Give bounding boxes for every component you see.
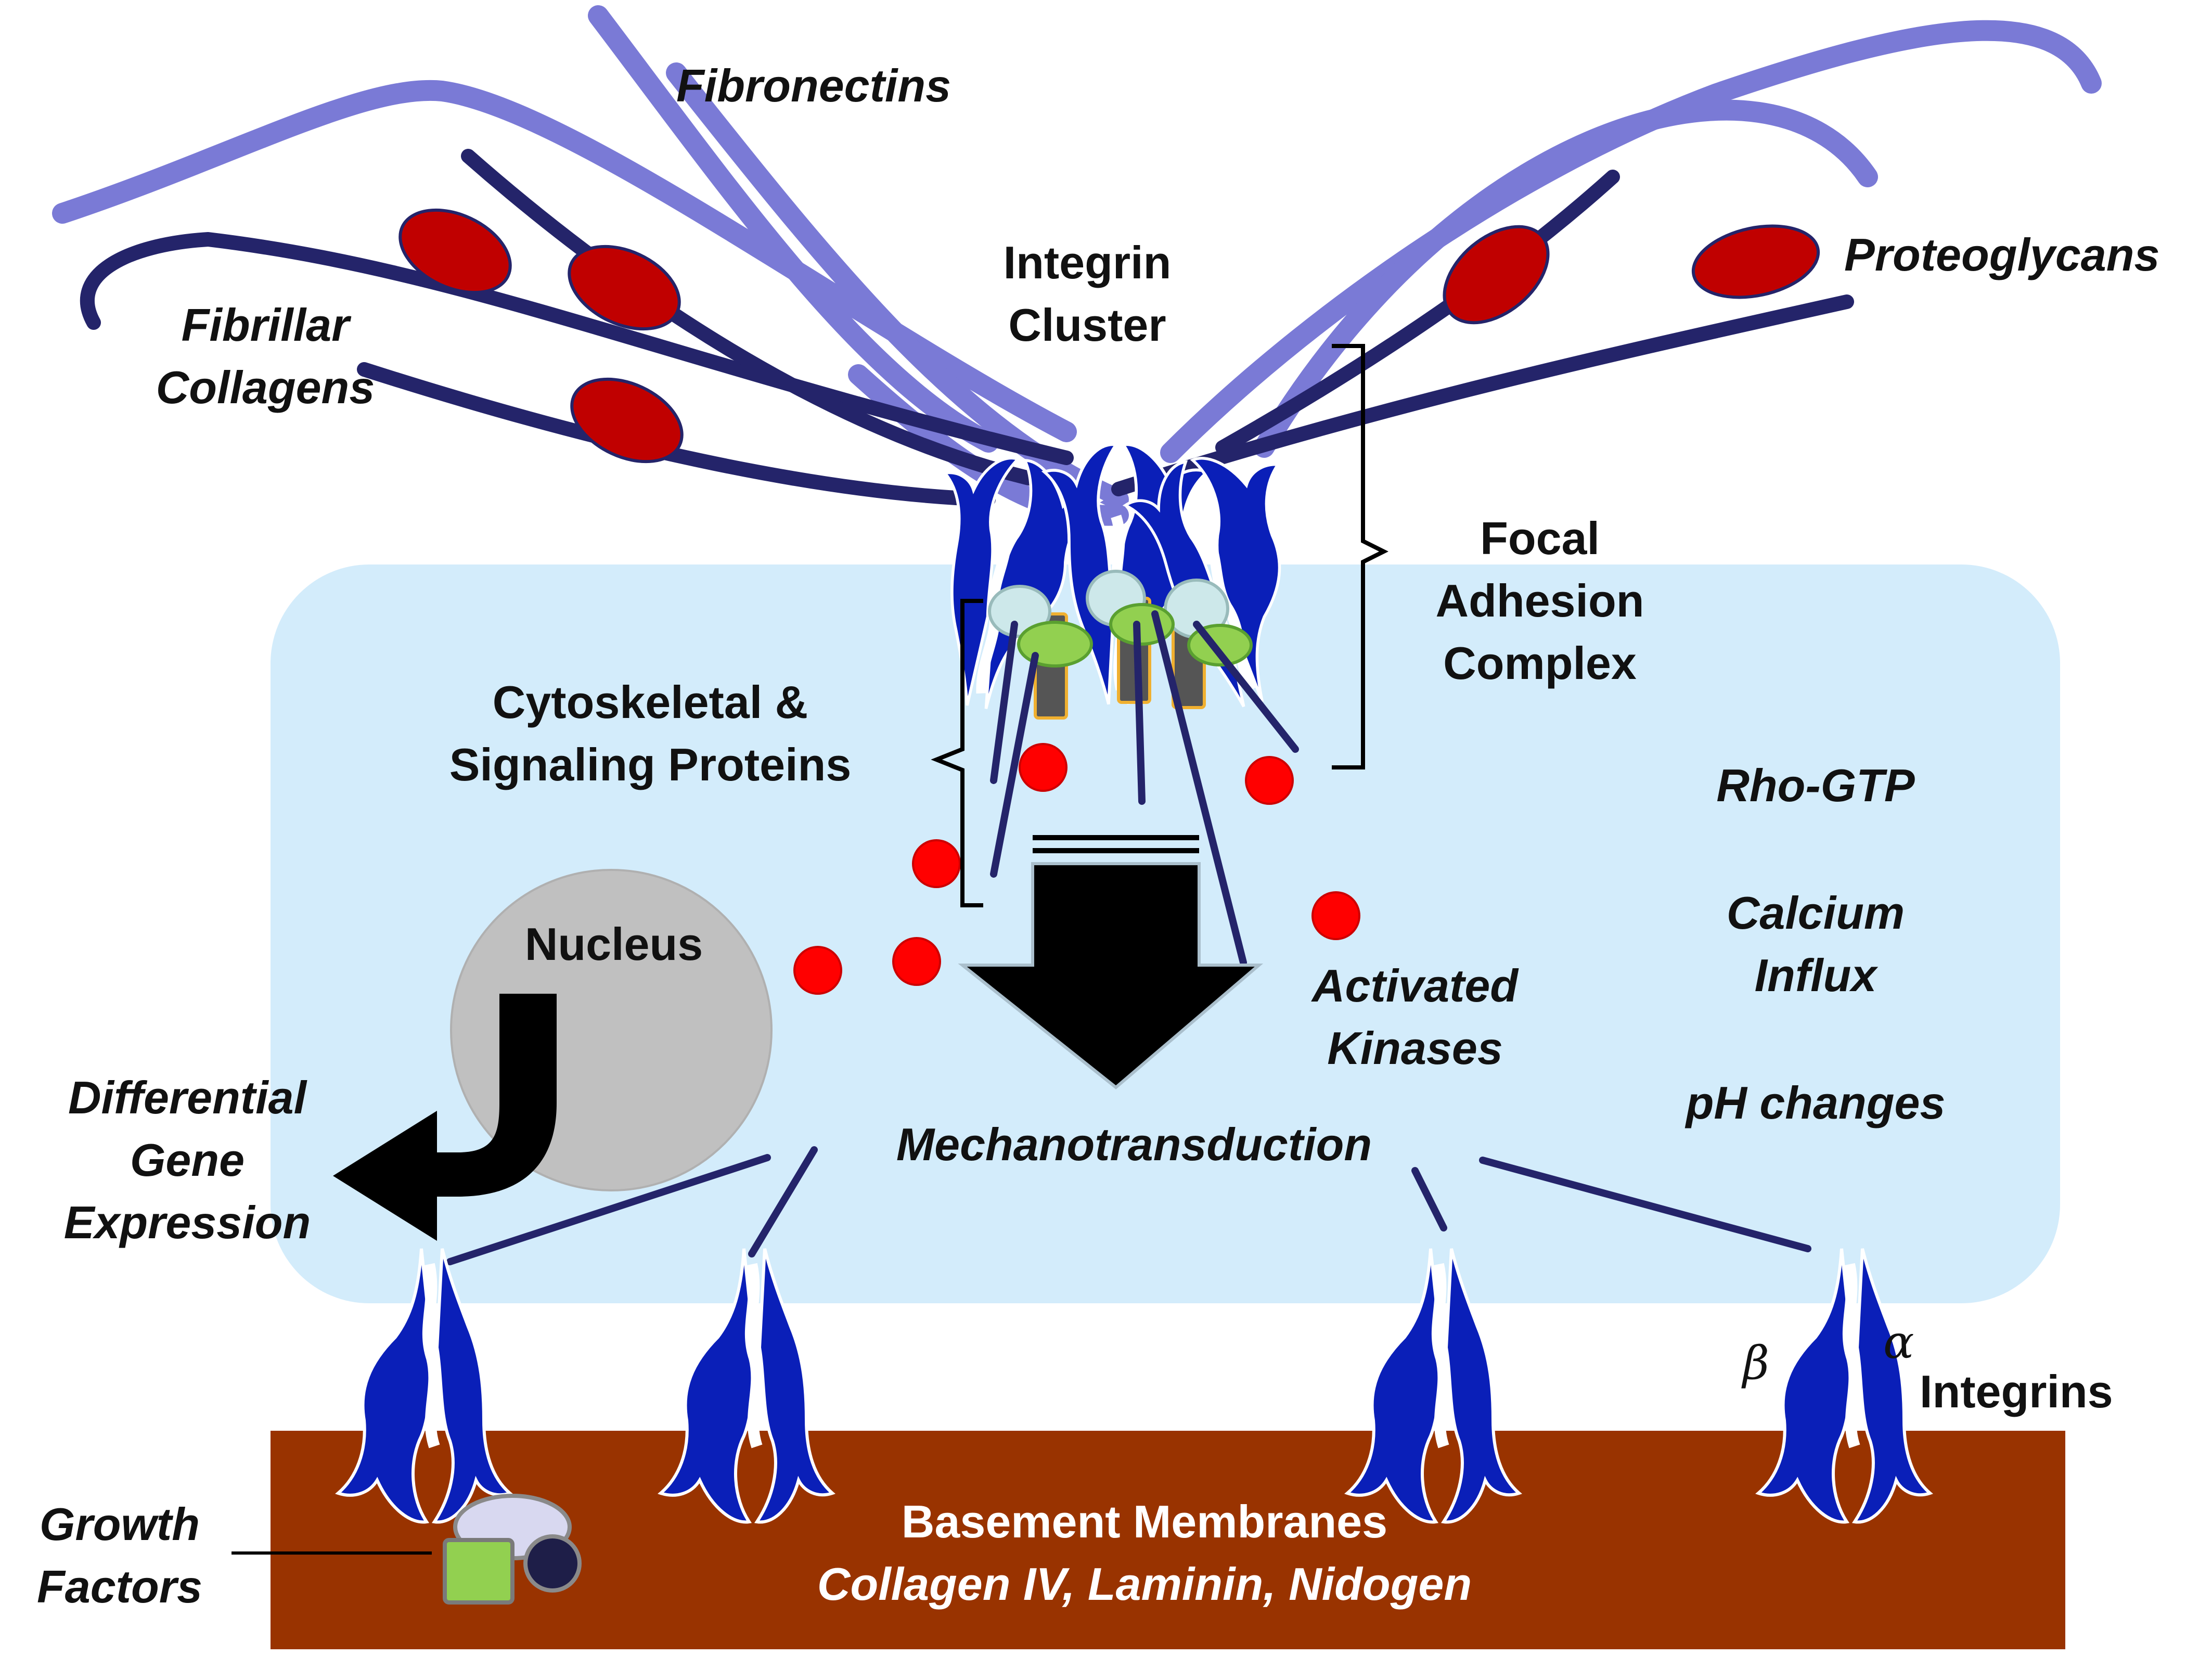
arrow-body bbox=[958, 862, 1264, 1089]
growth-factors-line-2: Factors bbox=[37, 1561, 202, 1612]
focal-adhesion-complex-label: Focal Adhesion Complex bbox=[1384, 507, 1696, 695]
growth-factor-square bbox=[443, 1538, 515, 1605]
focal-adhesion-line-2: Adhesion bbox=[1435, 575, 1644, 626]
gene-expression-arrow bbox=[333, 994, 557, 1241]
signaling-line bbox=[1479, 1157, 1811, 1252]
collagen-fibers bbox=[80, 149, 1854, 507]
activated-kinases-line-2: Kinases bbox=[1327, 1022, 1503, 1074]
proteoglycan bbox=[1691, 224, 1820, 299]
alpha-label: α bbox=[1883, 1315, 1914, 1369]
differential-gene-expression-line-2: Gene bbox=[130, 1134, 245, 1186]
proteoglycans-label: Proteoglycans bbox=[1844, 229, 2160, 280]
cytoskeletal-signaling-line-1: Cytoskeletal & bbox=[492, 676, 808, 728]
signaling-line bbox=[748, 1146, 818, 1258]
calcium-influx-line-1: Calcium bbox=[1726, 887, 1905, 939]
nucleus-label: Nucleus bbox=[524, 918, 703, 970]
filament bbox=[1151, 610, 1247, 966]
beta-label: β bbox=[1743, 1336, 1769, 1390]
fibronectin-fiber-2 bbox=[588, 5, 999, 453]
fibrillar-collagens-line-2: Collagens bbox=[156, 362, 375, 413]
filament bbox=[1193, 621, 1299, 753]
proteoglycan bbox=[568, 245, 681, 331]
proteoglycan bbox=[1443, 225, 1550, 325]
fibrillar-collagens-label: Fibrillar Collagens bbox=[125, 294, 406, 419]
calcium-influx-line-2: Influx bbox=[1754, 950, 1877, 1001]
filament bbox=[990, 652, 1039, 878]
mechanotransduction-label: Mechanotransduction bbox=[896, 1119, 1372, 1170]
collagen-fiber-4 bbox=[1111, 294, 1854, 496]
fibrillar-collagens-line-1: Fibrillar bbox=[181, 299, 350, 351]
rho-gtp-label: Rho-GTP bbox=[1716, 760, 1915, 811]
differential-gene-expression-line-3: Expression bbox=[63, 1197, 311, 1248]
proteoglycans bbox=[398, 208, 1820, 464]
calcium-influx-label: Calcium Influx bbox=[1654, 882, 1977, 1007]
growth-factor-circle bbox=[523, 1534, 582, 1593]
arrow-stripe bbox=[1033, 848, 1199, 853]
filament bbox=[1133, 621, 1146, 805]
signaling-line bbox=[1411, 1167, 1447, 1231]
activated-kinases-line-1: Activated bbox=[1311, 960, 1519, 1011]
growth-factors bbox=[232, 1494, 582, 1605]
brackets bbox=[931, 344, 1388, 907]
activated-kinases-label: Activated Kinases bbox=[1259, 955, 1571, 1080]
growth-factors-label: Growth Factors bbox=[10, 1493, 229, 1618]
growth-factors-line-1: Growth bbox=[40, 1498, 200, 1550]
collagen-fiber-2 bbox=[461, 149, 1089, 496]
integrin-cluster-line-2: Cluster bbox=[1008, 299, 1166, 351]
fibronectin-fiber-5 bbox=[1254, 99, 1878, 458]
fibronectins-label: Fibronectins bbox=[676, 60, 951, 111]
collagen-fiber-3 bbox=[357, 362, 996, 507]
collagen-fiber-5 bbox=[1215, 170, 1620, 455]
signaling-lines bbox=[446, 1146, 1811, 1265]
kinase-dot bbox=[1245, 756, 1294, 805]
fibronectin-fiber-3 bbox=[666, 62, 1129, 510]
kinase-dot bbox=[1311, 891, 1360, 940]
cytoskeletal-filaments bbox=[990, 610, 1299, 966]
kinase-dot bbox=[892, 937, 941, 986]
adaptor-green bbox=[1017, 621, 1093, 668]
cytoskeletal-bracket bbox=[931, 599, 983, 907]
integrin-cluster-line-1: Integrin bbox=[1003, 237, 1172, 288]
cytoskeletal-signaling-label: Cytoskeletal & Signaling Proteins bbox=[406, 671, 895, 796]
mechanotransduction-arrow bbox=[958, 835, 1264, 1089]
ph-changes-label: pH changes bbox=[1686, 1077, 1946, 1128]
proteoglycan bbox=[570, 377, 684, 464]
integrins-label: Integrins bbox=[1920, 1366, 2113, 1417]
focal-adhesion-line-1: Focal bbox=[1480, 512, 1600, 564]
activated-kinases bbox=[793, 743, 1360, 995]
cytoskeletal-signaling-line-2: Signaling Proteins bbox=[449, 739, 852, 790]
adaptor-proteins bbox=[988, 570, 1253, 720]
kinase-dot bbox=[793, 946, 842, 995]
signaling-line bbox=[446, 1154, 771, 1265]
differential-gene-expression-line-1: Differential bbox=[68, 1072, 307, 1123]
kinase-dot bbox=[1019, 743, 1068, 792]
differential-gene-expression-label: Differential Gene Expression bbox=[26, 1067, 349, 1254]
integrin-cluster-label: Integrin Cluster bbox=[957, 232, 1217, 356]
proteoglycan bbox=[398, 208, 512, 294]
focal-adhesion-bracket bbox=[1332, 344, 1388, 769]
basement-components-label: Collagen IV, Laminin, Nidogen bbox=[817, 1558, 1472, 1610]
kinase-dot bbox=[912, 839, 961, 888]
filament bbox=[990, 621, 1018, 784]
focal-adhesion-line-3: Complex bbox=[1443, 637, 1637, 689]
arrow-stripe bbox=[1033, 835, 1199, 840]
basement-membranes-label: Basement Membranes bbox=[901, 1496, 1388, 1547]
